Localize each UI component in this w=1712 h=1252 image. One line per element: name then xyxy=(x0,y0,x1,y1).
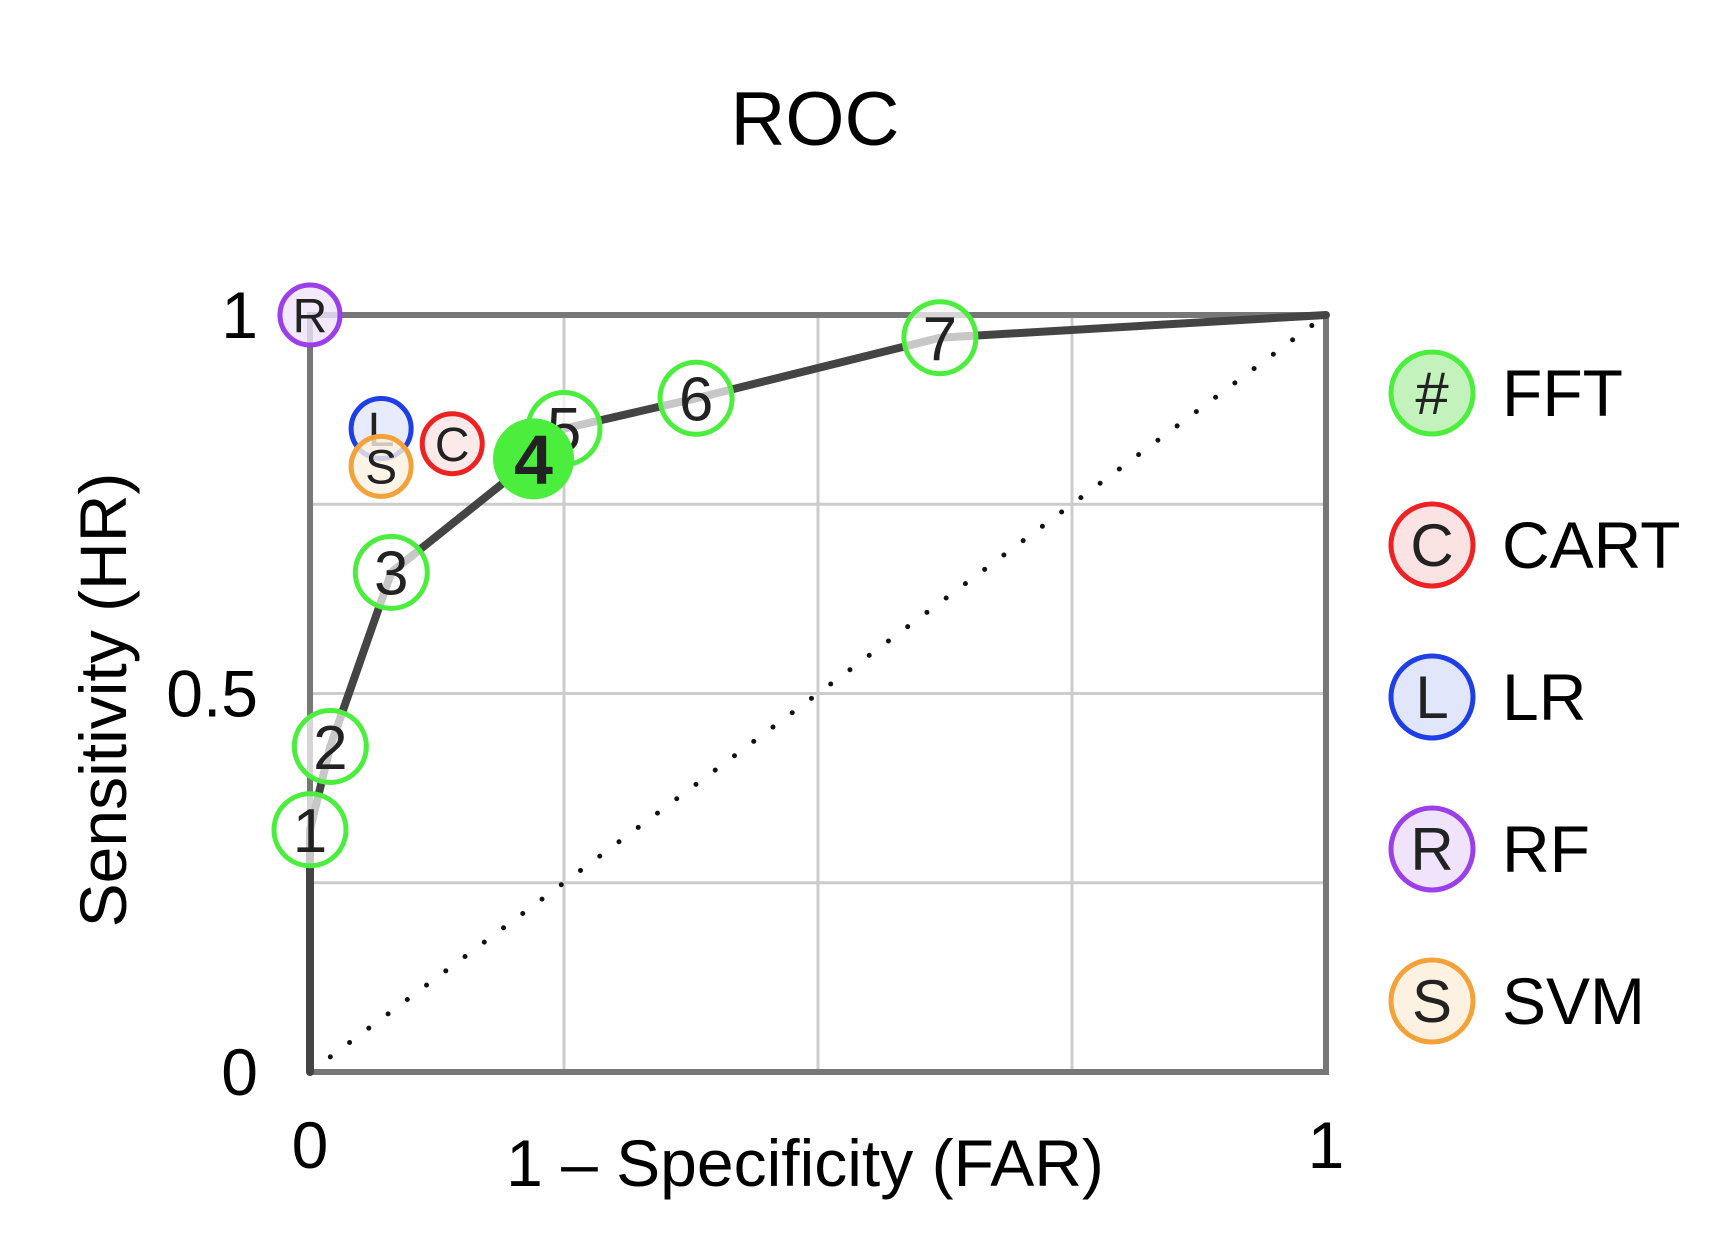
legend-symbol: # xyxy=(1415,360,1449,427)
marker-rf: R xyxy=(277,282,343,348)
legend-item-cart: C CART xyxy=(1388,501,1680,589)
marker-cart-circle xyxy=(419,411,485,477)
legend: # FFT C CART L LR R RF S SVM xyxy=(1388,349,1680,1045)
fft-point-4-label: 4 xyxy=(514,421,553,499)
fft-point-6-label: 6 xyxy=(679,366,713,435)
legend-marker xyxy=(1388,957,1476,1045)
fft-point-2-circle xyxy=(291,707,369,785)
chart-title: ROC xyxy=(731,77,900,162)
fft-point-7: 7 xyxy=(901,299,979,377)
fft-point-3-circle xyxy=(352,533,430,611)
marker-svm-label: S xyxy=(365,442,397,495)
legend-item-svm: S SVM xyxy=(1388,957,1645,1045)
legend-label: LR xyxy=(1502,660,1586,734)
y-tick-label: 0 xyxy=(221,1035,258,1109)
fft-point-1-circle xyxy=(271,791,349,869)
legend-item-rf: R RF xyxy=(1388,805,1590,893)
marker-rf-circle xyxy=(277,282,343,348)
marker-cart: C xyxy=(419,411,485,477)
plot-frame xyxy=(307,312,1329,1075)
x-axis-label: 1 – Specificity (FAR) xyxy=(506,1126,1104,1200)
legend-label: CART xyxy=(1502,508,1680,582)
legend-symbol: C xyxy=(1410,512,1453,579)
legend-label: SVM xyxy=(1502,964,1645,1038)
fft-point-1-label: 1 xyxy=(293,797,327,866)
fft-point-7-label: 7 xyxy=(923,305,957,374)
fft-point-1: 1 xyxy=(271,791,349,869)
legend-marker xyxy=(1388,805,1476,893)
fft-point-7-circle xyxy=(901,299,979,377)
legend-item-lr: L LR xyxy=(1388,653,1586,741)
y-tick-label: 0.5 xyxy=(166,657,258,731)
legend-symbol: S xyxy=(1412,968,1452,1035)
fft-point-3: 3 xyxy=(352,533,430,611)
marker-svm-circle xyxy=(348,433,414,499)
legend-label: FFT xyxy=(1502,356,1623,430)
fft-point-6: 6 xyxy=(657,359,735,437)
legend-symbol: L xyxy=(1415,664,1448,731)
legend-marker xyxy=(1388,349,1476,437)
legend-marker xyxy=(1388,653,1476,741)
marker-rf-label: R xyxy=(293,290,328,343)
fft-point-4-circle xyxy=(493,418,575,500)
fft-point-2: 2 xyxy=(291,707,369,785)
x-tick-label: 0 xyxy=(292,1108,329,1182)
x-tick-label: 1 xyxy=(1308,1108,1345,1182)
legend-item-fft: # FFT xyxy=(1388,349,1623,437)
ticks-layer: 0 1 0 0.5 1 xyxy=(166,278,1344,1182)
fft-point-6-circle xyxy=(657,359,735,437)
fft-point-3-label: 3 xyxy=(374,540,408,609)
fft-point-4: 4 xyxy=(493,418,575,500)
marker-svm: S xyxy=(348,433,414,499)
legend-label: RF xyxy=(1502,812,1590,886)
legend-marker xyxy=(1388,501,1476,589)
legend-symbol: R xyxy=(1410,816,1453,883)
y-tick-label: 1 xyxy=(221,278,258,352)
fft-point-2-label: 2 xyxy=(313,714,347,783)
y-axis-label: Sensitivity (HR) xyxy=(66,473,140,928)
marker-cart-label: C xyxy=(435,419,470,472)
